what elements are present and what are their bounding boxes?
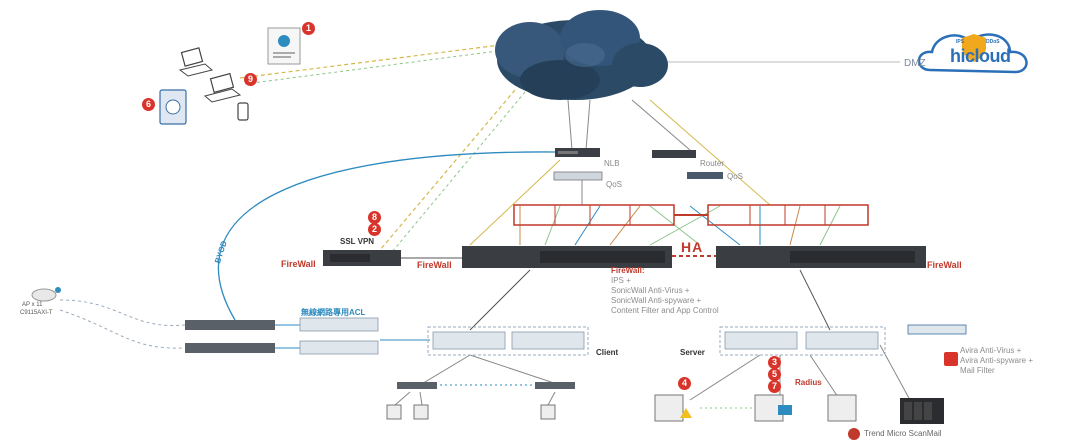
- connections: [59, 44, 911, 409]
- firewall-feature-item: SonicWall Anti-Virus +: [611, 286, 690, 295]
- router-appliance: [652, 150, 696, 158]
- firewall-feature-title: FireWall:: [611, 266, 645, 275]
- qos-right-label: QoS: [727, 172, 744, 181]
- acl-switch-top: [299, 317, 379, 332]
- avira-feature-list: Avira Anti-Virus + Avira Anti-spyware + …: [960, 346, 1033, 376]
- firewall-feature-item: SonicWall Anti-spyware +: [611, 296, 702, 305]
- nas-storage-icon: [900, 398, 944, 424]
- trend-micro-label: Trend Micro ScanMail: [864, 429, 942, 438]
- step-badge: 8: [368, 211, 381, 224]
- avira-feature-item: Mail Filter: [960, 366, 995, 375]
- wireless-switch-bottom: [185, 343, 275, 353]
- firewall-vpn-label: FireWall: [281, 259, 316, 269]
- mail-gateway-appliance: [907, 324, 967, 335]
- firewall-left-label: FireWall: [417, 260, 452, 270]
- hicloud-logo: [917, 33, 1028, 74]
- tablet-icon: [159, 89, 187, 125]
- qos-appliance-left: [553, 171, 603, 181]
- nlb-label: NLB: [604, 159, 620, 168]
- step-badge: 9: [244, 73, 257, 86]
- server-host-icons: [654, 394, 857, 422]
- wireless-switch-top: [185, 320, 275, 330]
- client-switch-group: [427, 326, 589, 356]
- acl-label: 無線網路專用ACL: [301, 308, 366, 317]
- desktop-computer-icon: [178, 47, 214, 77]
- ap-count-label: AP x 11: [22, 302, 43, 308]
- core-firewall-left: [462, 246, 672, 268]
- firewall-feature-item: Content Filter and App Control: [611, 306, 719, 315]
- internet-cloud-icon: [495, 10, 668, 100]
- hicloud-label: hicloud: [950, 46, 1011, 66]
- client-pc-icons: [386, 404, 556, 420]
- core-firewall-right: [716, 246, 926, 268]
- router-label: Router: [700, 159, 725, 168]
- ap-model-label: C9115AXI-T: [20, 310, 53, 316]
- firewall-right-label: FireWall: [927, 260, 962, 270]
- step-badge: 7: [768, 380, 781, 393]
- step-badge: 2: [368, 223, 381, 236]
- client-label: Client: [596, 348, 619, 357]
- step-badge: 4: [678, 377, 691, 390]
- access-switch-left: [397, 382, 437, 389]
- hicloud-ddos-badge: DDoS: [986, 39, 1000, 45]
- step-badge: 3: [768, 356, 781, 369]
- ha-label: HA: [681, 239, 704, 255]
- ssl-vpn-label: SSL VPN: [340, 237, 375, 246]
- avira-logo-icon: [944, 352, 958, 366]
- access-switch-right: [535, 382, 575, 389]
- server-switch-group: [719, 326, 886, 356]
- certificate-document-icon: [267, 27, 301, 65]
- hicloud-ips-badge: IPS: [956, 39, 965, 45]
- acl-switch-bottom: [299, 340, 379, 355]
- step-badge: 1: [302, 22, 315, 35]
- firewall-feature-list: FireWall: IPS + SonicWall Anti-Virus + S…: [611, 266, 719, 316]
- step-badge: 6: [142, 98, 155, 111]
- avira-feature-item: Avira Anti-Virus +: [960, 346, 1022, 355]
- avira-feature-item: Avira Anti-spyware +: [960, 356, 1033, 365]
- access-point-icon: [31, 287, 61, 302]
- nlb-appliance: [555, 148, 600, 157]
- step-badge: 5: [768, 368, 781, 381]
- qos-appliance-right: [687, 172, 723, 179]
- trend-micro-icon: [848, 428, 860, 440]
- server-label: Server: [680, 348, 705, 357]
- phone-icon: [237, 102, 249, 121]
- qos-left-label: QoS: [606, 180, 623, 189]
- dmz-label: DMZ: [904, 58, 926, 69]
- firewall-feature-item: IPS +: [611, 276, 631, 285]
- ssl-vpn-firewall: [323, 250, 401, 266]
- switch-stack-right: [707, 204, 869, 226]
- radius-label: Radius: [795, 378, 822, 387]
- laptop-icon: [203, 72, 242, 103]
